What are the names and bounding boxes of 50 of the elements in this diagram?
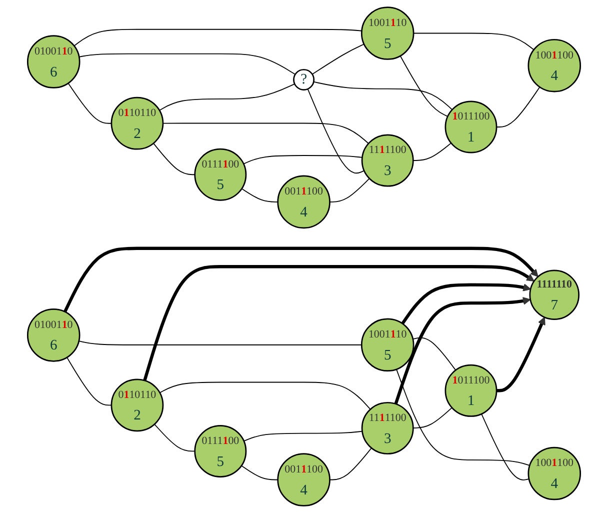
node-circle: 1011100 1 (444, 100, 498, 154)
connector (307, 88, 365, 174)
node-circle: 1111110 7 (529, 270, 580, 320)
connector (412, 407, 452, 428)
node-circle: 1011100 1 (444, 364, 498, 417)
node-circle: 1111100 3 (361, 402, 414, 454)
connector (396, 368, 530, 466)
node-circle: 0100110 6 (26, 308, 80, 362)
connector (241, 465, 278, 480)
connector (313, 81, 453, 110)
node-circle: 0011100 4 (277, 453, 330, 506)
connector (243, 430, 363, 442)
node-circle: 1001100 4 (528, 38, 582, 92)
connector (400, 55, 448, 117)
connector (74, 28, 362, 46)
arrow (143, 265, 534, 381)
node-circle: 1001110 5 (360, 6, 414, 60)
node-circle: 0011100 4 (277, 175, 330, 229)
connector (312, 44, 364, 75)
connector (162, 122, 369, 144)
node-circle: 1111100 3 (361, 134, 414, 187)
node-circle: 1001110 5 (360, 318, 414, 372)
connector (66, 357, 112, 406)
node-circle: 1001100 4 (528, 446, 582, 500)
node-circle: 0110110 2 (110, 96, 164, 150)
node-circle: ? (293, 68, 315, 90)
node-circle: 0100110 6 (26, 35, 80, 88)
connector (241, 188, 278, 202)
connector (481, 413, 530, 480)
node-circle: 0111100 5 (194, 424, 247, 478)
connector (159, 382, 371, 410)
node-circle: 0111100 5 (194, 148, 247, 201)
connector (329, 178, 370, 202)
connector (243, 155, 363, 164)
connector (329, 448, 372, 480)
connector (153, 142, 196, 176)
arrow (394, 297, 531, 404)
connector (413, 32, 534, 50)
connector (78, 340, 362, 346)
connector (159, 83, 296, 111)
arrow (63, 246, 538, 312)
arrow (401, 283, 531, 325)
arrow (496, 316, 546, 392)
node-circle: 0110110 2 (110, 378, 164, 432)
connector (496, 86, 540, 128)
connector (78, 53, 296, 75)
connector (412, 142, 452, 161)
connector (154, 424, 196, 452)
connector (412, 337, 456, 371)
connector (68, 82, 112, 124)
